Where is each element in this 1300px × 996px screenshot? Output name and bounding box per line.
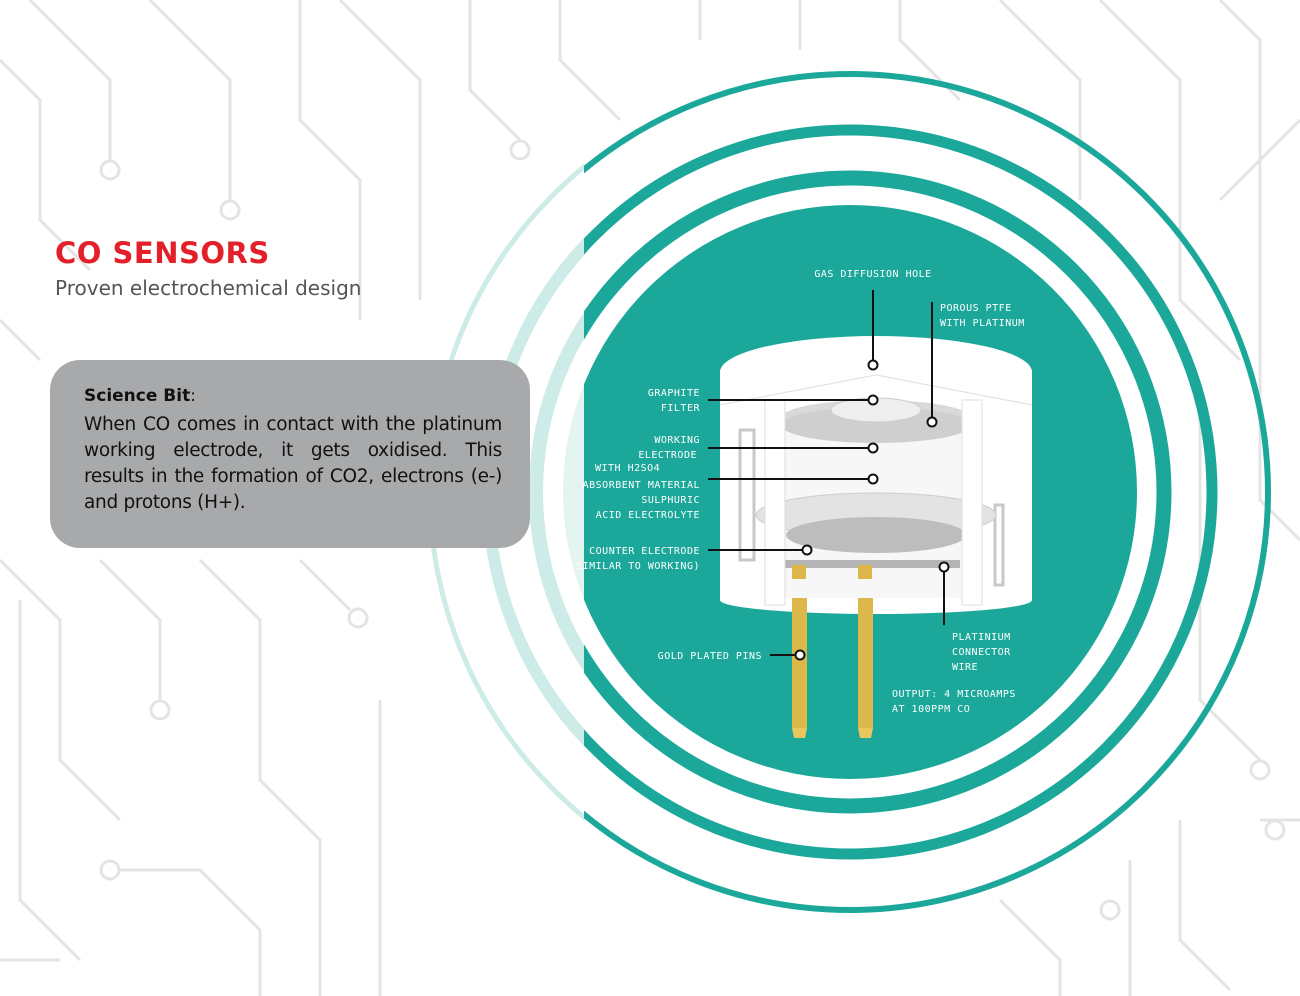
sensor-illustration bbox=[719, 336, 1033, 738]
label-output: AT 100PPM CO bbox=[892, 704, 970, 715]
label-h2so4: WITH H2SO4 bbox=[595, 463, 660, 474]
label-electrolyte: ACID ELECTROLYTE bbox=[596, 510, 700, 521]
diagram-labels: GAS DIFFUSION HOLE POROUS PTFE WITH PLAT… bbox=[570, 269, 1025, 715]
label-output: OUTPUT: 4 MICROAMPS bbox=[892, 689, 1016, 700]
label-absorbent: ABSORBENT MATERIAL bbox=[583, 480, 700, 491]
science-bit-box: Science Bit: When CO comes in contact wi… bbox=[50, 360, 530, 548]
label-gold-pins: GOLD PLATED PINS bbox=[658, 651, 762, 662]
science-bit-heading: Science Bit: bbox=[84, 386, 502, 406]
label-graphite: GRAPHITE bbox=[648, 388, 700, 399]
label-working-electrode: ELECTRODE bbox=[638, 450, 697, 461]
gold-pin bbox=[792, 598, 807, 728]
label-gas-diffusion-hole: GAS DIFFUSION HOLE bbox=[814, 269, 931, 280]
page-title: CO SENSORS bbox=[55, 236, 270, 270]
label-wire: CONNECTOR bbox=[952, 647, 1011, 658]
label-counter-electrode: (SIMILAR TO WORKING) bbox=[570, 561, 700, 572]
label-graphite: FILTER bbox=[661, 403, 701, 414]
label-wire: WIRE bbox=[952, 662, 978, 673]
science-bit-heading-text: Science Bit bbox=[84, 386, 191, 406]
science-bit-colon: : bbox=[190, 386, 196, 406]
label-working-electrode: WORKING bbox=[654, 435, 700, 446]
label-ptfe: WITH PLATINUM bbox=[940, 318, 1025, 329]
page-subtitle: Proven electrochemical design bbox=[55, 276, 362, 300]
label-sulphuric: SULPHURIC bbox=[641, 495, 700, 506]
gold-pin bbox=[858, 598, 873, 728]
label-counter-electrode: COUNTER ELECTRODE bbox=[589, 546, 700, 557]
label-ptfe: POROUS PTFE bbox=[940, 303, 1012, 314]
label-wire: PLATINIUM bbox=[952, 632, 1011, 643]
leader-lines bbox=[708, 290, 950, 661]
science-bit-body: When CO comes in contact with the platin… bbox=[84, 414, 502, 513]
